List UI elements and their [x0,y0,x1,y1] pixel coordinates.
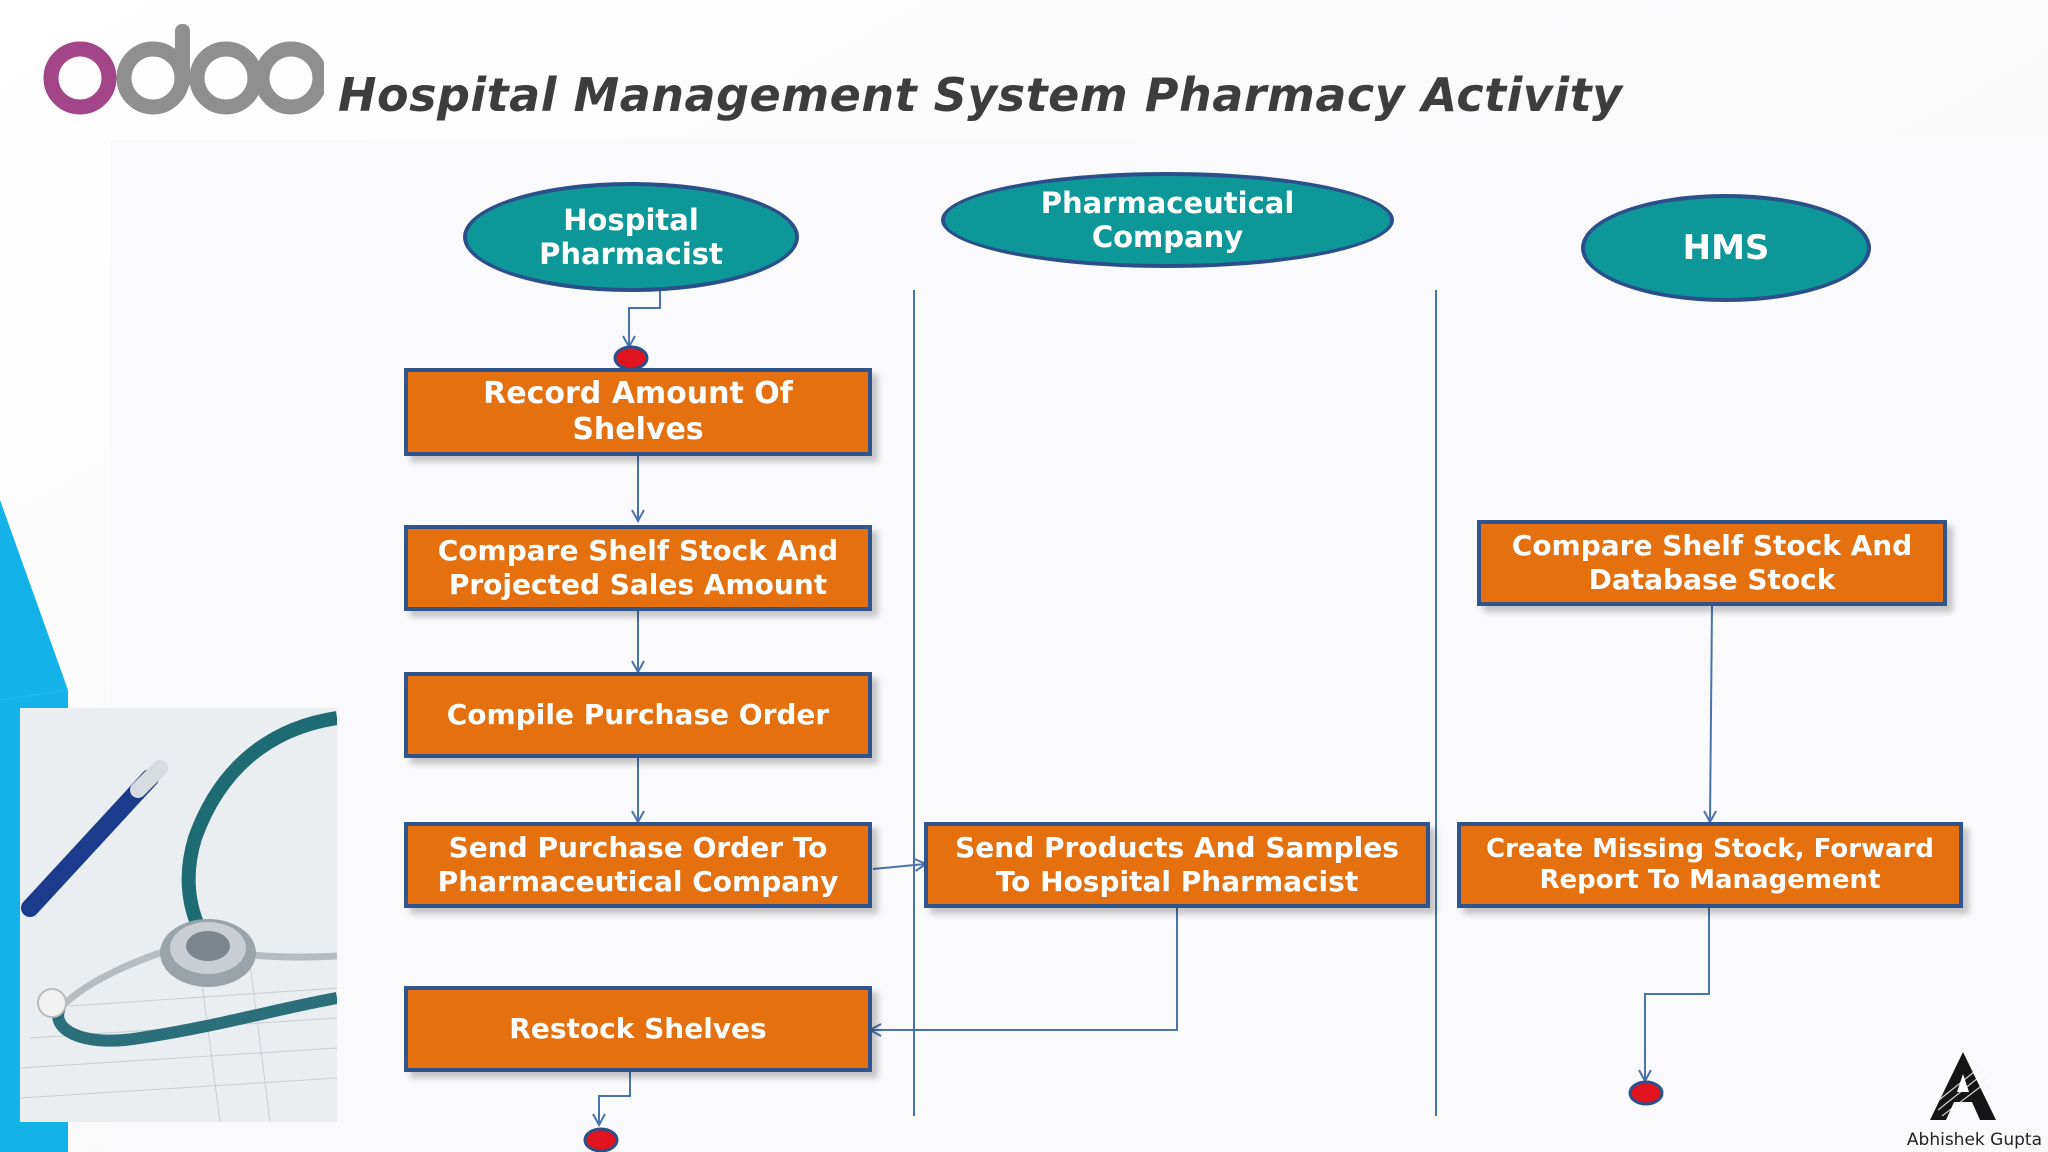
activity-label: Compile Purchase Order [446,698,830,732]
lane-header-label: HMS [1682,227,1770,268]
activity-compile-purchase-order: Compile Purchase Order [404,672,872,758]
end-node-pharmacist [583,1127,619,1152]
activity-send-products: Send Products And Samples To Hospital Ph… [924,822,1430,908]
activity-compare-projected: Compare Shelf Stock And Projected Sales … [404,525,872,611]
lane-header-label: Pharmaceutical Company [1040,185,1295,254]
author-credit: Abhishek Gupta [1906,1130,2042,1150]
connector-company-to-restock [871,908,1178,1030]
activity-label: Compare Shelf Stock And Database Stock [1511,529,1913,596]
activity-label: Record Amount Of Shelves [483,376,793,447]
activity-label: Send Purchase Order To Pharmaceutical Co… [437,831,839,898]
lane-header-pharmaceutical-company: Pharmaceutical Company [941,172,1394,268]
stethoscope-photo [20,708,337,1122]
end-node-hms [1628,1080,1664,1106]
odoo-logo [43,24,324,115]
connector-database-to-missing [1710,604,1712,821]
activity-restock-shelves: Restock Shelves [404,986,872,1072]
activity-record-amount: Record Amount Of Shelves [404,368,872,456]
content-area [110,140,2048,1152]
start-node [613,345,649,371]
connector-send-to-company [872,864,925,869]
activity-compare-database: Compare Shelf Stock And Database Stock [1477,520,1947,606]
activity-label: Compare Shelf Stock And Projected Sales … [437,534,839,601]
activity-label: Create Missing Stock, Forward Report To … [1485,833,1935,895]
activity-send-purchase-order: Send Purchase Order To Pharmaceutical Co… [404,822,872,908]
lane-header-hms: HMS [1581,194,1871,302]
activity-label: Send Products And Samples To Hospital Ph… [955,831,1399,898]
activity-create-missing-stock: Create Missing Stock, Forward Report To … [1457,822,1963,908]
lane-header-label: Hospital Pharmacist [539,202,723,271]
connector-restock-to-end [599,1072,631,1124]
author-logo-mark [1930,1052,1996,1120]
connector-missing-to-end [1645,908,1710,1080]
lane-header-hospital-pharmacist: Hospital Pharmacist [463,182,799,292]
page-title: Hospital Management System Pharmacy Acti… [338,68,1623,122]
accent-triangle [0,500,68,700]
activity-label: Restock Shelves [509,1012,767,1046]
